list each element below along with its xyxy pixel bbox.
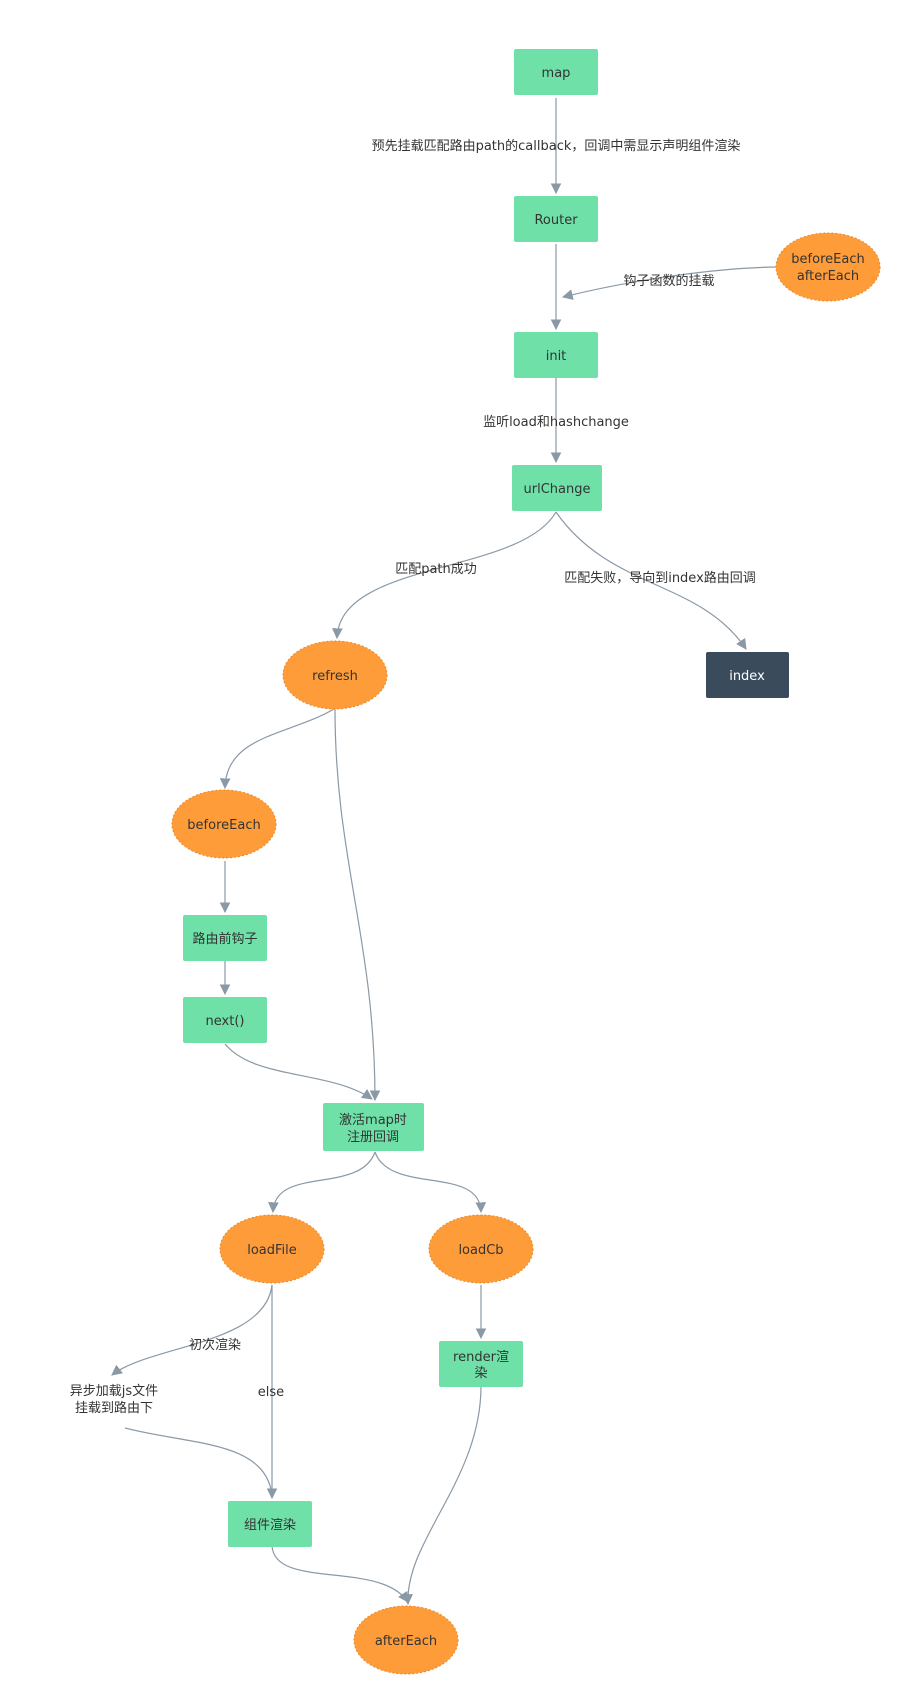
node-loadcb-label: loadCb <box>458 1243 503 1258</box>
node-next: next() <box>183 997 267 1043</box>
node-aftereach-ellipse <box>353 1605 459 1675</box>
label-match-fail: 匹配失败，导向到index路由回调 <box>564 570 756 586</box>
label-async-line1: 异步加载js文件 <box>70 1384 158 1399</box>
node-render-line2: 染 <box>474 1366 487 1381</box>
edge-activate-loadcb <box>374 1151 487 1214</box>
node-init: init <box>514 332 598 378</box>
node-render: render渲 染 <box>439 1341 523 1387</box>
node-route-hook-box <box>183 915 267 961</box>
node-activate-box <box>323 1103 424 1151</box>
node-render-box <box>439 1341 523 1387</box>
edge-loadfile-async <box>111 1284 273 1376</box>
node-activate: 激活map时 注册回调 <box>323 1103 424 1151</box>
edge-async-component <box>124 1427 273 1496</box>
edge-refresh-activate <box>334 708 381 1102</box>
node-router-label: Router <box>534 213 578 228</box>
label-listen: 监听load和hashchange <box>483 415 629 430</box>
node-component-render-label: 组件渲染 <box>244 1518 296 1533</box>
label-else: else <box>258 1385 284 1400</box>
node-map-label: map <box>542 66 571 81</box>
node-urlchange-label: urlChange <box>524 482 591 497</box>
node-urlchange-box <box>512 465 602 511</box>
node-aftereach: afterEach <box>353 1605 459 1675</box>
label-map-router: 预先挂载匹配路由path的callback，回调中需显示声明组件渲染 <box>372 138 741 154</box>
edge-refresh-beforeeach <box>219 708 335 790</box>
node-component-render-box <box>228 1501 312 1547</box>
node-hooks-top-ellipse <box>775 232 881 302</box>
node-loadcb-ellipse <box>428 1214 534 1284</box>
node-loadfile: loadFile <box>219 1214 325 1284</box>
edge-urlchange-index <box>555 511 747 650</box>
edge-activate-loadfile <box>268 1151 376 1214</box>
nodes: map Router beforeEach afterEach init url… <box>171 49 881 1675</box>
node-map-box <box>514 49 598 95</box>
node-refresh-ellipse <box>282 640 388 710</box>
node-map: map <box>514 49 598 95</box>
label-first-render: 初次渲染 <box>189 1337 241 1353</box>
label-hooks-mount: 钩子函数的挂载 <box>623 273 714 289</box>
node-beforeeach-ellipse <box>171 789 277 859</box>
node-refresh: refresh <box>282 640 388 710</box>
node-activate-line2: 注册回调 <box>347 1130 399 1145</box>
edge-labels: 预先挂载匹配路由path的callback，回调中需显示声明组件渲染 钩子函数的… <box>70 138 756 1416</box>
node-loadcb: loadCb <box>428 1214 534 1284</box>
node-render-line1: render渲 <box>453 1350 509 1365</box>
edge-urlchange-refresh <box>332 511 557 640</box>
node-activate-line1: 激活map时 <box>339 1113 407 1128</box>
node-aftereach-label: afterEach <box>375 1634 437 1649</box>
node-loadfile-ellipse <box>219 1214 325 1284</box>
edge-hooks-mount <box>561 266 777 300</box>
node-hooks-top: beforeEach afterEach <box>775 232 881 302</box>
node-refresh-label: refresh <box>312 669 358 684</box>
node-router: Router <box>514 196 598 242</box>
node-index-label: index <box>729 669 765 684</box>
node-beforeeach: beforeEach <box>171 789 277 859</box>
node-index: index <box>706 652 789 698</box>
node-loadfile-label: loadFile <box>247 1243 297 1258</box>
label-async-line2: 挂载到路由下 <box>75 1400 153 1416</box>
node-urlchange: urlChange <box>512 465 602 511</box>
label-match-success: 匹配path成功 <box>395 562 477 577</box>
node-hooks-top-line2: afterEach <box>797 269 859 284</box>
node-router-box <box>514 196 598 242</box>
node-route-hook-label: 路由前钩子 <box>192 931 257 947</box>
node-route-hook: 路由前钩子 <box>183 915 267 961</box>
node-beforeeach-label: beforeEach <box>187 818 260 833</box>
edges <box>111 98 777 1606</box>
node-index-box <box>706 652 789 698</box>
node-hooks-top-line1: beforeEach <box>791 252 864 267</box>
node-init-label: init <box>546 349 567 364</box>
edge-render-aftereach <box>402 1385 482 1606</box>
node-init-box <box>514 332 598 378</box>
node-next-label: next() <box>206 1014 245 1029</box>
node-next-box <box>183 997 267 1043</box>
node-component-render: 组件渲染 <box>228 1501 312 1547</box>
edge-component-aftereach <box>271 1545 409 1603</box>
edge-next-activate <box>224 1043 373 1100</box>
